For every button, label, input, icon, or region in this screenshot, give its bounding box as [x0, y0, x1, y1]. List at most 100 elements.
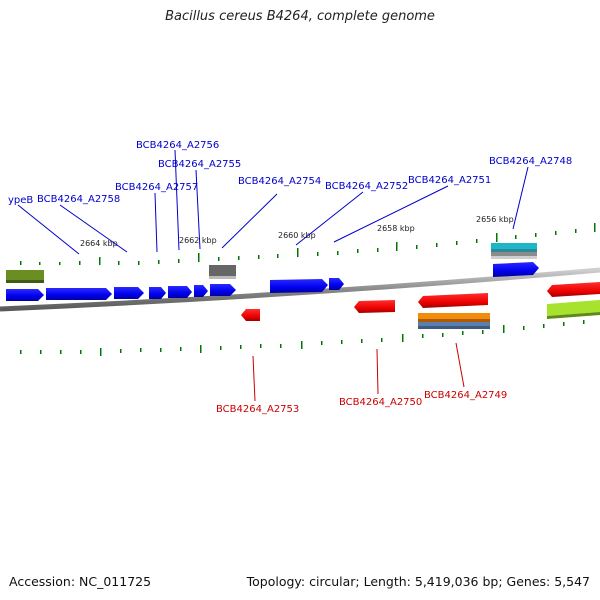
tick: [40, 350, 42, 354]
tick: [317, 252, 319, 256]
map-title: Bacillus cereus B4264, complete genome: [165, 9, 435, 24]
gene-arrow-A2749[interactable]: [418, 293, 488, 308]
gene-arrow-A2748[interactable]: [493, 262, 539, 277]
gene-label-forward[interactable]: BCB4264_A2751: [408, 175, 491, 186]
tick: [80, 350, 82, 354]
tick: [555, 231, 557, 235]
gene-label-reverse[interactable]: BCB4264_A2750: [339, 397, 422, 408]
leader-line: [455, 342, 465, 388]
tick: [20, 261, 22, 265]
tick: [20, 350, 22, 354]
gene-label-reverse[interactable]: BCB4264_A2753: [216, 404, 299, 415]
olive-feature[interactable]: [6, 270, 44, 283]
tick: [496, 233, 498, 242]
tick: [594, 223, 596, 232]
gene-arrow-A2754-a[interactable]: [194, 285, 208, 297]
gene-arrow-A2756[interactable]: [149, 287, 166, 299]
gene-arrow-ypeB[interactable]: [6, 289, 44, 301]
tick: [301, 341, 303, 349]
leader-line: [252, 355, 256, 402]
tick: [361, 339, 363, 343]
tick: [178, 259, 180, 263]
leader-line: [154, 192, 158, 253]
tick: [503, 325, 505, 333]
tick: [260, 344, 262, 348]
tick: [436, 243, 438, 247]
gene-arrow-A2754-b[interactable]: [210, 284, 236, 296]
lower-tick-row: [20, 320, 585, 356]
tick: [381, 338, 383, 342]
tick: [218, 257, 220, 261]
grey-feature[interactable]: [209, 265, 236, 279]
feature-stack-A2749[interactable]: [418, 313, 490, 329]
tick: [523, 326, 525, 330]
tick: [220, 346, 222, 350]
leader-line: [174, 149, 180, 251]
tick: [60, 350, 62, 354]
tick: [297, 248, 299, 257]
gene-label-forward[interactable]: BCB4264_A2752: [325, 181, 408, 192]
scale-labels: 2664 kbp 2662 kbp 2660 kbp 2658 kbp 2656…: [80, 215, 514, 248]
scale-label: 2662 kbp: [179, 236, 217, 245]
tick: [396, 242, 398, 251]
gene-label-reverse[interactable]: BCB4264_A2749: [424, 390, 507, 401]
gene-label-forward[interactable]: ypeB: [8, 195, 33, 206]
gene-arrow-A2757[interactable]: [114, 287, 144, 299]
leader-line: [512, 166, 529, 230]
leader-line: [333, 185, 449, 243]
gene-arrow-A2758[interactable]: [46, 288, 112, 300]
topology-summary: Topology: circular; Length: 5,419,036 bp…: [246, 574, 590, 589]
tick: [321, 341, 323, 345]
gene-label-forward[interactable]: BCB4264_A2758: [37, 194, 120, 205]
leader-line: [221, 193, 278, 249]
green-feature[interactable]: [547, 300, 600, 319]
leader-line: [195, 169, 201, 250]
scale-label: 2656 kbp: [476, 215, 514, 224]
tick: [422, 334, 424, 338]
gene-label-forward[interactable]: BCB4264_A2757: [115, 182, 198, 193]
tick: [341, 340, 343, 344]
tick: [563, 322, 565, 326]
gene-arrow-A2751[interactable]: [329, 278, 344, 290]
leader-line: [295, 191, 364, 246]
gene-arrow-A2753[interactable]: [241, 309, 260, 321]
gene-label-forward[interactable]: BCB4264_A2748: [489, 156, 572, 167]
leader-line: [59, 204, 128, 253]
tick: [258, 255, 260, 259]
tick: [583, 320, 585, 324]
tick: [357, 249, 359, 253]
scale-label: 2664 kbp: [80, 239, 118, 248]
reverse-leader-lines: [252, 342, 465, 402]
tick: [59, 262, 61, 265]
tick: [160, 348, 162, 352]
tick: [575, 229, 577, 233]
gene-label-forward[interactable]: BCB4264_A2756: [136, 140, 219, 151]
reverse-labels: BCB4264_A2753 BCB4264_A2750 BCB4264_A274…: [216, 390, 507, 415]
tick: [515, 235, 517, 239]
tick: [442, 333, 444, 337]
gene-label-forward[interactable]: BCB4264_A2755: [158, 159, 241, 170]
tick: [200, 345, 202, 353]
leader-line: [376, 348, 379, 395]
tick: [277, 254, 279, 258]
tick: [238, 256, 240, 260]
tick: [39, 262, 41, 265]
tick: [535, 233, 537, 237]
tick: [280, 344, 282, 348]
gene-arrow-A2752[interactable]: [270, 279, 328, 293]
gene-arrow-right-edge[interactable]: [547, 282, 600, 297]
gene-arrow-A2755[interactable]: [168, 286, 192, 298]
upper-tick-row: [20, 223, 596, 265]
tick: [180, 347, 182, 351]
gene-arrow-A2750[interactable]: [354, 300, 395, 313]
forward-labels: ypeB BCB4264_A2758 BCB4264_A2757 BCB4264…: [8, 140, 572, 206]
gene-label-forward[interactable]: BCB4264_A2754: [238, 176, 321, 187]
tick: [377, 248, 379, 252]
feature-stack-A2748[interactable]: [491, 243, 537, 259]
tick: [456, 241, 458, 245]
tick: [402, 334, 404, 342]
tick: [543, 324, 545, 328]
tick: [462, 331, 464, 335]
